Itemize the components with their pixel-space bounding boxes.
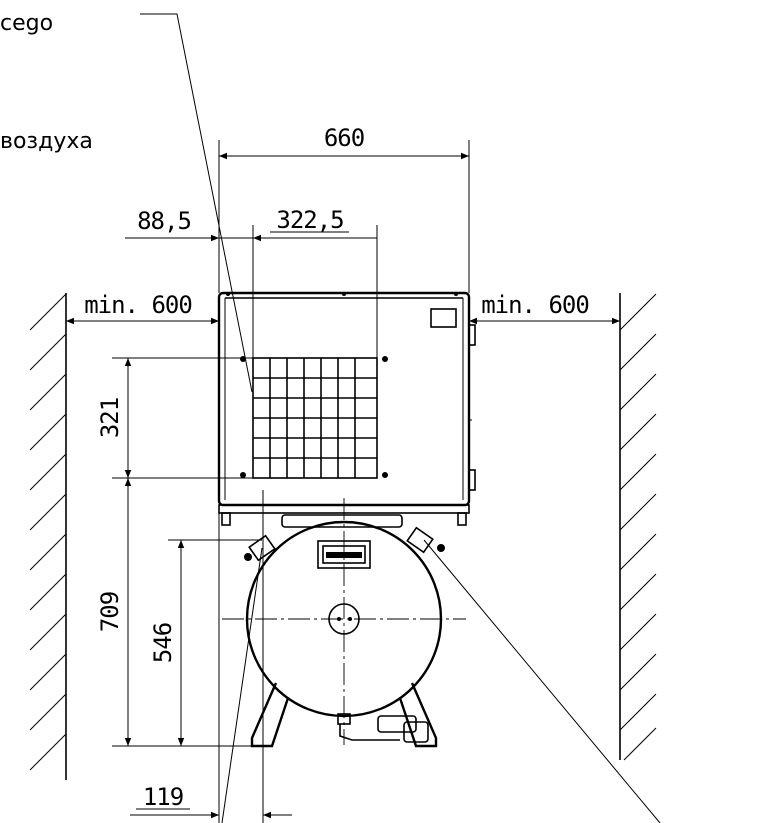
dim-left-offset: 88,5 (137, 207, 191, 235)
leader-lines (140, 13, 661, 823)
dim-bottom-offset: 119 (143, 783, 183, 811)
compressor-housing (217, 291, 476, 526)
dim-grille-height: 321 (96, 398, 124, 438)
dim-right-clearance: min. 600 (481, 291, 589, 319)
dim-grille-bottom-height: 709 (96, 592, 124, 632)
air-receiver-tank (244, 514, 445, 748)
dim-grille-width: 322,5 (276, 206, 343, 234)
annotation-top-left: cego (0, 11, 53, 36)
dimension-lines (66, 140, 620, 823)
right-wall (619, 293, 657, 761)
ventilation-grille (240, 356, 388, 479)
dim-tank-height: 546 (149, 623, 177, 663)
center-lines (222, 498, 466, 745)
dim-overall-width: 660 (324, 124, 364, 152)
annotation-air: воздуха (0, 129, 93, 154)
dim-left-clearance: min. 600 (84, 291, 192, 319)
left-wall (29, 293, 67, 780)
